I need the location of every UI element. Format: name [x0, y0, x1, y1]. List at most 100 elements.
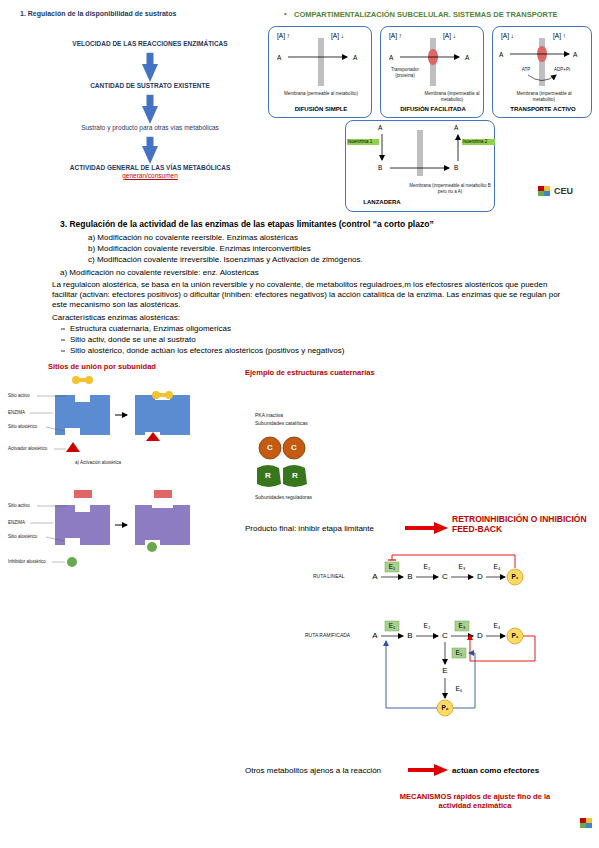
transport-panel: [A] ↑[A] ↓AAMembrana (permeable al metab…: [268, 26, 372, 118]
text-label: A: [368, 631, 382, 641]
text-label: C: [438, 572, 452, 582]
text-label: E₃: [455, 562, 469, 571]
text-label: 1. Regulación de la disponibilidad de su…: [20, 10, 280, 18]
flow-step: VELOCIDAD DE LAS REACCIONES ENZIMÁTICAS: [50, 40, 250, 48]
text-label: E₁: [385, 621, 399, 630]
flow-arrow: [390, 168, 449, 169]
flow-step: ACTIVIDAD GENERAL DE LAS VÍAS METABÓLICA…: [50, 164, 250, 180]
flow-step: CANTIDAD DE SUSTRATO EXISTENTE: [50, 82, 250, 90]
text-label: C: [288, 443, 300, 453]
allosteric-inhibition-figure: [30, 490, 190, 567]
text-label: actúan como efectores: [452, 766, 592, 776]
text-label: P₁: [508, 631, 522, 641]
pka-figure: [257, 437, 307, 487]
text-label: Subunidades catalíticas: [255, 420, 335, 426]
text-label: Sitio alostérico, donde actúan los efect…: [70, 346, 570, 356]
node-text: [A] ↑: [277, 32, 307, 40]
node-text: CANTIDAD DE SUSTRATO EXISTENTE: [50, 82, 250, 90]
node-text: A: [378, 124, 390, 132]
text-label: Sitio activo: [8, 503, 38, 508]
flow-arrow: [147, 95, 154, 112]
node-text: Sustrato y producto para otras vías meta…: [50, 124, 250, 132]
text-label: RUTA RAMIFICADA: [305, 632, 369, 638]
text-label: PKA inactiva: [255, 412, 325, 418]
text-label: b) Modificación covalente reversible. En…: [88, 244, 588, 254]
text-label: E₁: [385, 562, 399, 571]
text-label: a) Modificación no covalente reersible. …: [88, 233, 588, 243]
text-label: Características enzimas alostéricas:: [52, 313, 552, 323]
flow-arrow: [288, 57, 347, 58]
node-text: Membrana (permeable al metabolito): [277, 91, 365, 97]
transport-panel: [A] ↓[A] ↑AAATPADP+PiMembrana (impermeab…: [492, 26, 592, 118]
node-text: ACTIVIDAD GENERAL DE LAS VÍAS METABÓLICA…: [50, 164, 250, 172]
node-text: [A] ↓: [443, 32, 473, 40]
node-text: B: [454, 164, 466, 172]
node-text: DIFUSIÓN FACILITADA: [385, 106, 481, 113]
text-label: P₁: [508, 572, 522, 582]
node-text: [A] ↑: [389, 32, 419, 40]
node-text: Transportador (proteína): [383, 67, 427, 79]
text-label: B: [403, 572, 417, 582]
text-label: Producto final: inhibir etapa limitante: [245, 524, 405, 534]
node-text: [A] ↑: [553, 32, 583, 40]
text-label: Sitio activ, donde se une al sustrato: [70, 335, 570, 345]
text-label: E₂: [420, 621, 434, 630]
text-label: Otros metabolitos ajenos a la reacción: [245, 766, 405, 776]
transport-panel: AAIsoenzima 1Isoenzima 2BBMembrana (impe…: [345, 120, 495, 212]
node-text: A: [389, 54, 399, 62]
linear-pathway: [381, 555, 523, 585]
text-label: E₅: [452, 648, 466, 657]
text-label: Sitios de unión por subunidad: [48, 362, 248, 371]
membrane: [417, 130, 423, 176]
text-label: c) Modificación covalente irreversible. …: [88, 255, 588, 265]
node-text: A: [454, 124, 466, 132]
node-text: B: [378, 164, 390, 172]
text-label: ENZIMA: [8, 520, 30, 525]
red-arrow: [408, 768, 438, 772]
text-label: RETROINHIBICIÓN O INHIBICIÓN FEED-BACK: [452, 514, 592, 534]
node-text: generan/consumen: [50, 172, 250, 180]
text-label: Sitio alostérico: [8, 534, 46, 539]
node-text: A: [499, 51, 509, 59]
flow-step: Sustrato y producto para otras vías meta…: [50, 124, 250, 132]
transport-panel: [A] ↑[A] ↓AATransportador (proteína)Memb…: [380, 26, 484, 118]
node-text: [A] ↓: [501, 32, 531, 40]
node-text: TRANSPORTE ACTIVO: [497, 106, 589, 113]
branched-pathway: [381, 621, 535, 716]
text-label: Sitio activo: [8, 393, 38, 398]
ceu-logo: [538, 186, 550, 196]
ceu-logo: [580, 818, 592, 828]
text-label: •: [284, 9, 292, 18]
text-label: E₆: [452, 684, 466, 693]
text-label: B: [403, 631, 417, 641]
text-label: MECANISMOS rápidos de ajuste fino de la …: [385, 792, 565, 810]
text-label: Sitio alostérico: [8, 424, 46, 429]
text-label: C: [438, 631, 452, 641]
flow-arrow: [147, 53, 154, 70]
text-label: D: [473, 631, 487, 641]
node-text: [A] ↓: [331, 32, 361, 40]
text-label: Ejemplo de estructuras cuaternarias: [245, 368, 375, 377]
text-label: Activador alostérico: [8, 446, 54, 451]
node-text: VELOCIDAD DE LAS REACCIONES ENZIMÁTICAS: [50, 40, 250, 48]
text-label: RUTA LINEAL: [313, 573, 369, 579]
text-label: E₂: [420, 562, 434, 571]
text-label: D: [473, 572, 487, 582]
flow-arrow: [510, 54, 569, 55]
text-label: ENZIMA: [8, 410, 30, 415]
atp-arrow: [528, 75, 556, 81]
text-label: Inhibidor alostérico: [8, 559, 52, 564]
flow-arrow: [147, 137, 154, 152]
text-label: Subunidades reguladoras: [255, 494, 335, 500]
node-text: Membrana (impermeable al metabolito B pe…: [408, 183, 492, 195]
node-text: Membrana (impermeable al metabolito): [509, 91, 579, 103]
text-label: Estructura cuaternaria, Enzimas oligomer…: [70, 324, 570, 334]
text-label: 3. Regulación de la actividad de las enz…: [60, 219, 595, 229]
node-text: A: [277, 54, 287, 62]
flow-arrow: [458, 135, 459, 161]
text-label: E₄: [490, 562, 504, 571]
text-label: COMPARTIMENTALIZACIÓN SUBCELULAR. SISTEM…: [294, 10, 594, 19]
text-label: E₃: [455, 621, 469, 630]
text-label: R: [289, 471, 301, 481]
